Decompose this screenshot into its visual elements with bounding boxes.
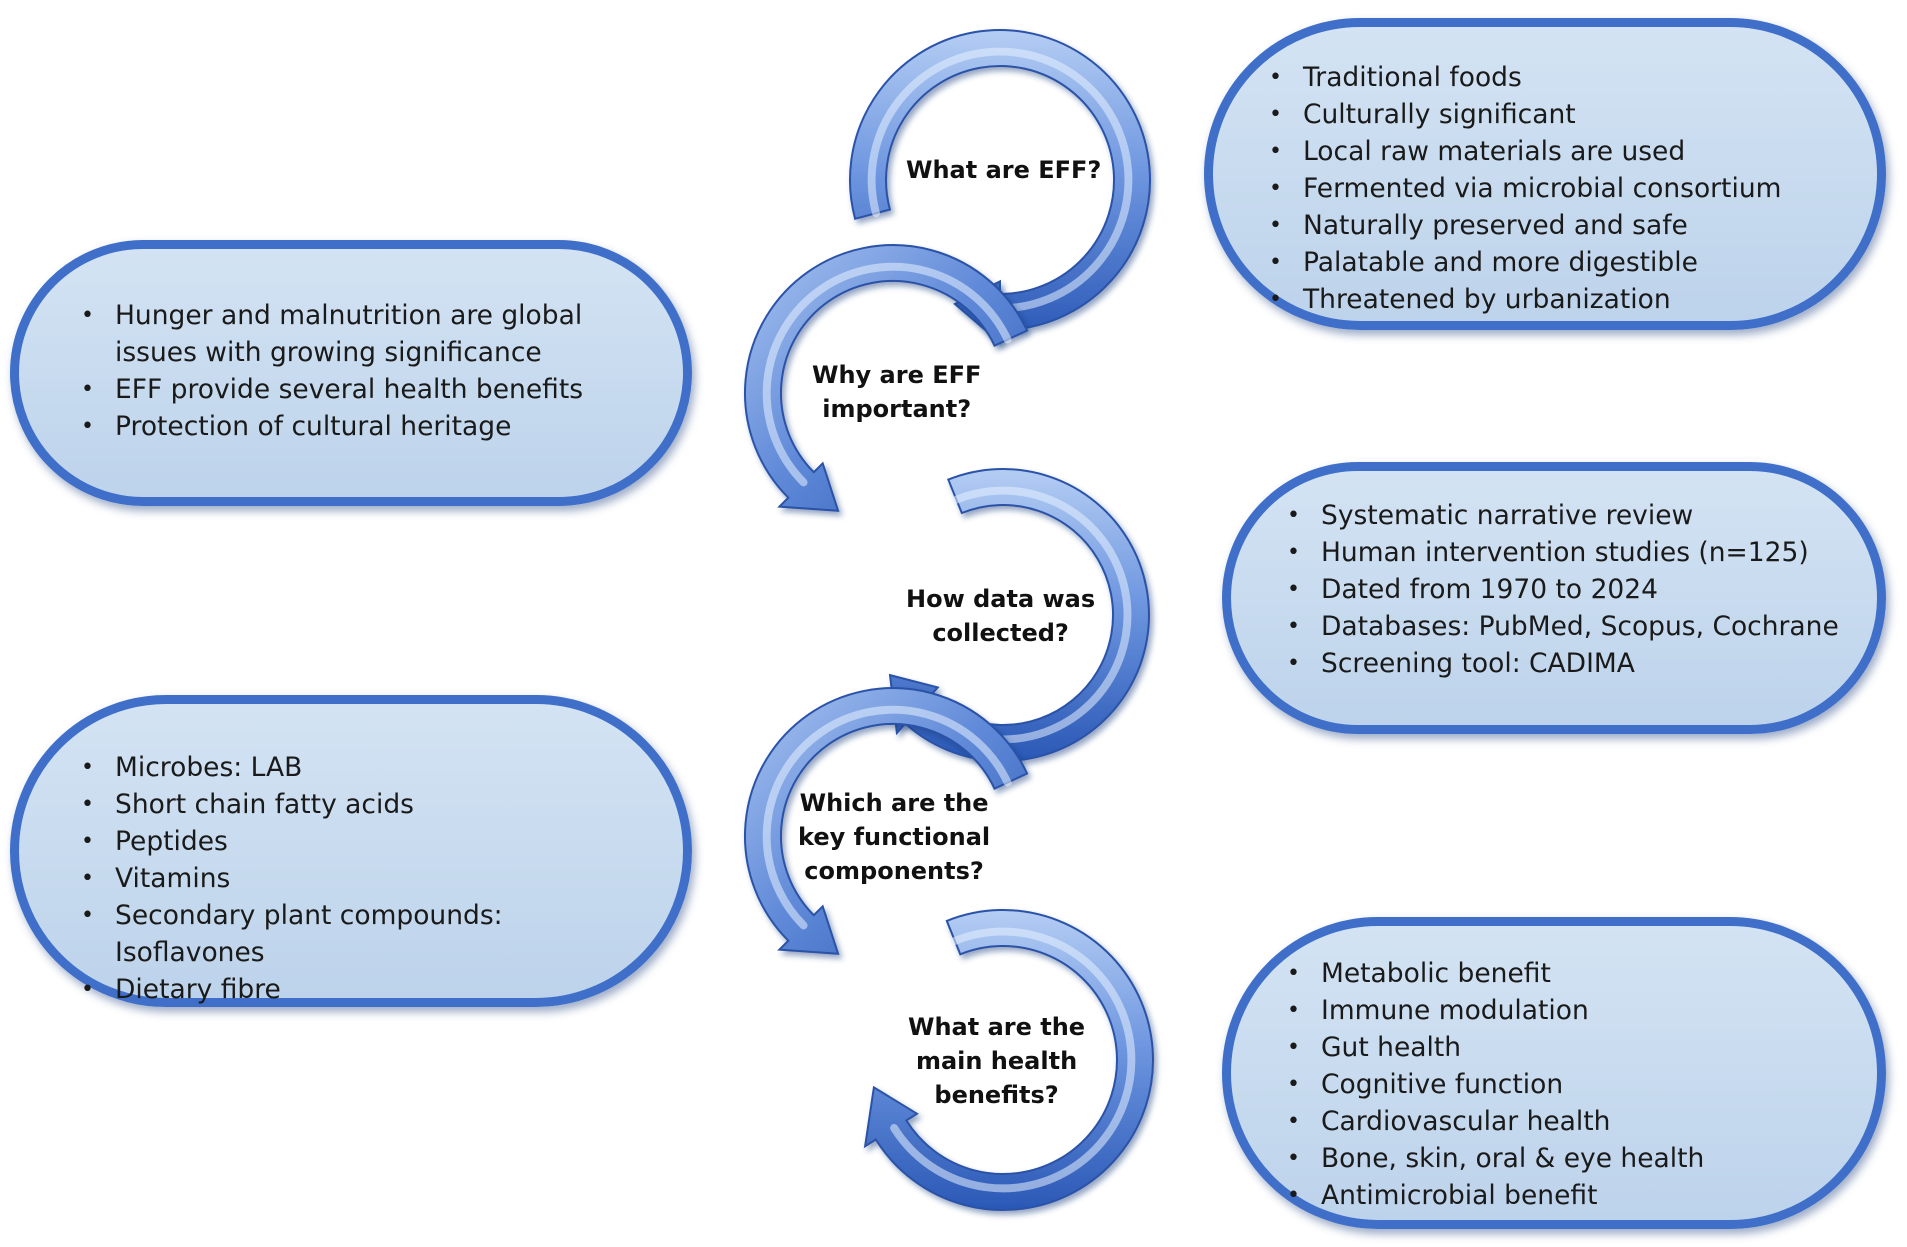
list-item: Threatened by urbanization (1265, 281, 1837, 318)
question-line: Why are EFF (812, 361, 982, 389)
question-line: benefits? (934, 1081, 1059, 1109)
question-line: collected? (932, 619, 1069, 647)
list-item: Naturally preserved and safe (1265, 207, 1837, 244)
list-item: Human intervention studies (n=125) (1283, 534, 1847, 571)
list-item: Bone, skin, oral & eye health (1283, 1140, 1847, 1177)
list-item: Culturally significant (1265, 96, 1837, 133)
box-data-collection: Systematic narrative review Human interv… (1222, 462, 1886, 734)
question-line: What are the (908, 1013, 1086, 1041)
arrow-5-highlight (890, 927, 1136, 1193)
arrow-1-highlight (867, 47, 1133, 313)
list-item: Protection of cultural heritage (77, 408, 623, 445)
list-item: Microbes: LAB (77, 749, 643, 786)
question-line: key functional (798, 823, 991, 851)
list-what-are-eff: Traditional foods Culturally significant… (1265, 59, 1837, 318)
list-item: Fermented via microbial consortium (1265, 170, 1837, 207)
question-why-important: Why are EFF important? (812, 358, 981, 426)
list-item: Short chain fatty acids (77, 786, 643, 823)
box-functional-components: Microbes: LAB Short chain fatty acids Pe… (10, 695, 692, 1008)
arrow-2 (744, 244, 1029, 512)
list-functional-components: Microbes: LAB Short chain fatty acids Pe… (77, 749, 643, 1008)
box-health-benefits: Metabolic benefit Immune modulation Gut … (1222, 917, 1886, 1229)
list-item: Hunger and malnutrition are global issue… (77, 297, 623, 371)
question-functional-components: Which are the key functional components? (798, 786, 990, 888)
arrow-4-highlight (762, 705, 1012, 930)
list-item: Cardiovascular health (1283, 1103, 1847, 1140)
list-item: Systematic narrative review (1283, 497, 1847, 534)
arrow-5 (863, 909, 1154, 1211)
question-data-collected: How data was collected? (906, 582, 1095, 650)
question-line: important? (822, 395, 972, 423)
question-line: main health (915, 1047, 1078, 1075)
arrow-2-highlight (762, 262, 1012, 487)
list-why-important: Hunger and malnutrition are global issue… (77, 297, 623, 445)
list-data-collection: Systematic narrative review Human interv… (1283, 497, 1847, 682)
list-item: Gut health (1283, 1029, 1847, 1066)
question-what-are-eff: What are EFF? (906, 153, 1101, 187)
arrow-4 (744, 687, 1029, 955)
list-item: Metabolic benefit (1283, 955, 1847, 992)
list-item: Dietary fibre (77, 971, 643, 1008)
question-line: components? (804, 857, 984, 885)
list-item: Antimicrobial benefit (1283, 1177, 1847, 1214)
list-item: Palatable and more digestible (1265, 244, 1837, 281)
box-what-are-eff: Traditional foods Culturally significant… (1204, 18, 1886, 330)
list-item: Dated from 1970 to 2024 (1283, 571, 1847, 608)
list-item: Local raw materials are used (1265, 133, 1837, 170)
question-line: Which are the (799, 789, 989, 817)
list-item: Cognitive function (1283, 1066, 1847, 1103)
list-item: Databases: PubMed, Scopus, Cochrane (1283, 608, 1847, 645)
list-item: Vitamins (77, 860, 643, 897)
list-item: Secondary plant compounds: Isoflavones (77, 897, 643, 971)
list-item: Peptides (77, 823, 643, 860)
list-item: Screening tool: CADIMA (1283, 645, 1847, 682)
list-health-benefits: Metabolic benefit Immune modulation Gut … (1283, 955, 1847, 1214)
question-line: What are EFF? (906, 156, 1102, 184)
list-item: EFF provide several health benefits (77, 371, 623, 408)
question-health-benefits: What are the main health benefits? (908, 1010, 1085, 1112)
list-item: Traditional foods (1265, 59, 1837, 96)
box-why-important: Hunger and malnutrition are global issue… (10, 240, 692, 506)
list-item: Immune modulation (1283, 992, 1847, 1029)
question-line: How data was (906, 585, 1096, 613)
arrow-3 (888, 468, 1150, 762)
